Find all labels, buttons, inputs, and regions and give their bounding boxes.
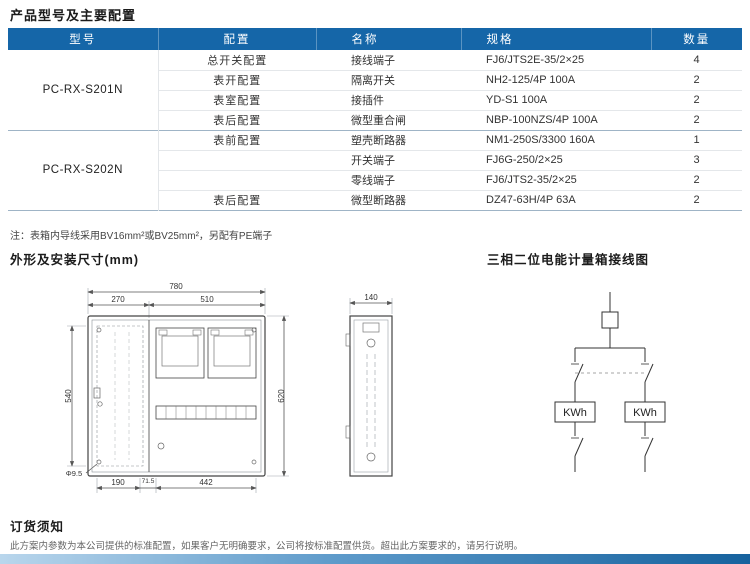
- right-door-lock: [157, 442, 165, 450]
- model-cell: PC-RX-S201N: [8, 50, 159, 130]
- spec-cell: FJ6/JTS2E-35/2×25: [486, 53, 585, 66]
- dim-right-width: 510: [200, 295, 214, 304]
- dim-left-width: 270: [111, 295, 125, 304]
- name-cell: 微型断路器: [351, 195, 406, 207]
- meter-window-2: [207, 327, 257, 379]
- breaker-symbol: [574, 437, 584, 457]
- spec-cell: NH2-125/4P 100A: [486, 74, 576, 86]
- qty-cell: 2: [693, 94, 700, 106]
- order-section-title: 订货须知: [10, 520, 65, 534]
- name-cell: 接线端子: [351, 54, 395, 67]
- dim-bottom-c: 442: [199, 478, 213, 487]
- kwh-meter-2-label: KWh: [633, 407, 657, 419]
- col-header-spec: 规格: [461, 28, 652, 50]
- name-cell: 接插件: [351, 95, 384, 107]
- dim-hole-diameter: Φ9.5: [66, 469, 82, 478]
- config-cell: 表开配置: [213, 75, 262, 87]
- dimensions-section-title: 外形及安装尺寸(mm): [10, 253, 140, 267]
- spec-cell: FJ6G-250/2×25: [486, 154, 563, 166]
- order-text: 此方案内参数为本公司提供的标准配置，如果客户无明确要求，公司将按标准配置供货。超…: [10, 541, 524, 552]
- name-cell: 零线端子: [351, 175, 395, 187]
- breaker-symbol: [644, 437, 654, 457]
- kwh-meter-1-label: KWh: [563, 407, 587, 419]
- mounting-hole: [96, 327, 102, 333]
- table-row: PC-RX-S202N 表前配置 塑壳断路器 NM1-250S/3300 160…: [8, 130, 742, 210]
- table-row: 零线端子 FJ6/JTS2-35/2×25 2: [8, 170, 742, 190]
- dim-door-height: 540: [64, 389, 73, 403]
- spec-cell: FJ6/JTS2-35/2×25: [486, 174, 577, 186]
- qty-cell: 4: [693, 53, 700, 66]
- dimension-drawing: 780 270 510 540 620 190 71.5 442 Φ9.5 14…: [64, 282, 393, 493]
- meter-window-1: [155, 327, 205, 379]
- qty-cell: 2: [693, 74, 700, 86]
- spec-cell: YD-S1 100A: [486, 94, 548, 106]
- wiring-lines: [554, 292, 666, 472]
- qty-cell: 2: [693, 114, 700, 126]
- hinge-mark: [345, 425, 351, 439]
- config-cell: 表室配置: [213, 95, 262, 107]
- note-text: 注：表箱内导线采用BV16mm²或BV25mm²，另配有PE端子: [10, 231, 273, 242]
- name-cell: 塑壳断路器: [351, 135, 406, 147]
- table-row: 表后配置 微型重合闸 NBP-100NZS/4P 100A 2: [8, 110, 742, 130]
- qty-cell: 1: [693, 134, 700, 146]
- mounting-hole: [96, 459, 102, 465]
- name-cell: 微型重合闸: [351, 115, 406, 127]
- spec-cell: DZ47-63H/4P 63A: [486, 194, 576, 206]
- name-cell: 隔离开关: [351, 75, 395, 87]
- config-cell: [158, 150, 316, 170]
- config-cell: 表后配置: [213, 115, 262, 127]
- dim-bottom-a: 190: [111, 478, 125, 487]
- hinge-mark: [345, 333, 351, 347]
- breaker-symbol: [644, 363, 654, 383]
- col-header-name: 名称: [316, 28, 462, 50]
- side-view: [345, 315, 393, 477]
- main-switch-box: [601, 311, 619, 329]
- wiring-section-title: 三相二位电能计量箱接线图: [487, 253, 650, 267]
- qty-cell: 3: [693, 154, 700, 166]
- table-row: PC-RX-S201N 总开关配置 接线端子 FJ6/JTS2E-35/2×25…: [8, 50, 742, 130]
- left-door: [96, 325, 144, 467]
- spec-cell: NBP-100NZS/4P 100A: [486, 114, 598, 126]
- mounting-hole: [251, 327, 257, 333]
- dimension-lines: [69, 289, 393, 491]
- dim-bottom-b: 71.5: [142, 478, 155, 485]
- table-row: 开关端子 FJ6G-250/2×25 3: [8, 150, 742, 170]
- front-view: [87, 315, 266, 477]
- dim-overall-width: 780: [169, 282, 183, 291]
- col-header-model: 型号: [8, 28, 159, 50]
- table-header-row: 型号 配置 名称 规格 数量: [8, 28, 742, 50]
- table-row: 表室配置 接插件 YD-S1 100A 2: [8, 90, 742, 110]
- table-row: 表后配置 微型断路器 DZ47-63H/4P 63A 2: [8, 190, 742, 210]
- spec-table: 型号 配置 名称 规格 数量 PC-RX-S201N 总开关配置 接线端子 FJ…: [8, 28, 742, 211]
- col-header-qty: 数量: [651, 28, 742, 50]
- table-row: 表开配置 隔离开关 NH2-125/4P 100A 2: [8, 70, 742, 90]
- mounting-hole: [251, 459, 257, 465]
- config-cell: 表前配置: [213, 135, 262, 147]
- door-lock: [97, 401, 103, 407]
- qty-cell: 2: [693, 194, 700, 206]
- col-header-config: 配置: [158, 28, 317, 50]
- breaker-symbol: [574, 363, 584, 383]
- wiring-diagram: KWh KWh: [554, 292, 666, 472]
- config-cell: 表后配置: [213, 195, 262, 207]
- name-cell: 开关端子: [351, 155, 395, 167]
- dimension-labels: 780 270 510 540 620 190 71.5 442 Φ9.5 14…: [64, 282, 378, 487]
- config-cell: [158, 170, 316, 190]
- spec-cell: NM1-250S/3300 160A: [486, 134, 595, 146]
- model-cell: PC-RX-S202N: [8, 130, 159, 210]
- extension-lines: [67, 288, 393, 493]
- page-title: 产品型号及主要配置: [10, 8, 137, 23]
- qty-cell: 2: [693, 174, 700, 186]
- bottom-gradient-bar: [0, 554, 750, 564]
- door-hinge: [93, 387, 101, 399]
- wiring-labels: KWh KWh: [563, 407, 657, 419]
- dim-overall-height: 620: [277, 389, 286, 403]
- config-cell: 总开关配置: [207, 54, 268, 67]
- dim-side-depth: 140: [364, 293, 378, 302]
